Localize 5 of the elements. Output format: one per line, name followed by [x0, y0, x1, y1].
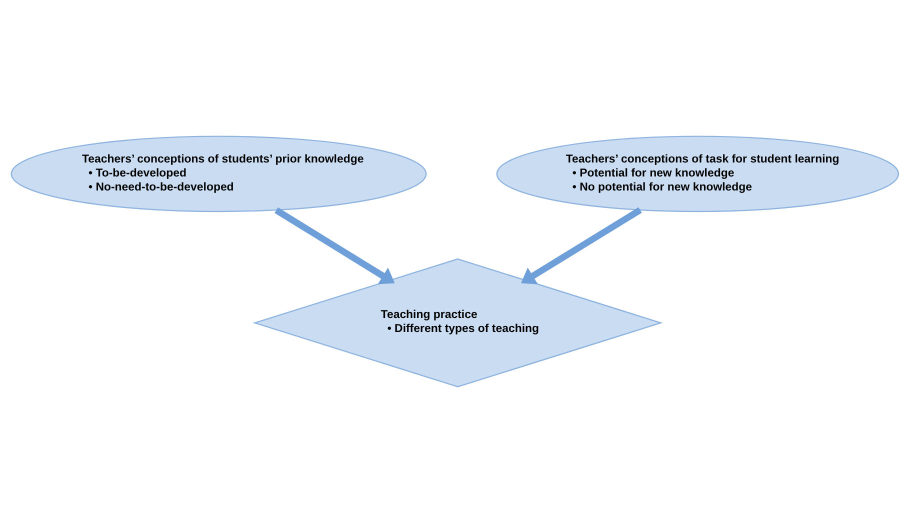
node-diamond: Teaching practice • Different types of teaching	[252, 258, 663, 387]
node-ellipse: Teachers’ conceptions of students’ prior knowledge • To-be-developed • No-need-to-be-developed	[10, 135, 427, 212]
arrow	[274, 206, 395, 284]
arrow	[520, 206, 642, 284]
node-ellipse: Teachers’ conceptions of task for student learning • Potential for new knowledge • No potential for new knowledge	[496, 135, 900, 212]
